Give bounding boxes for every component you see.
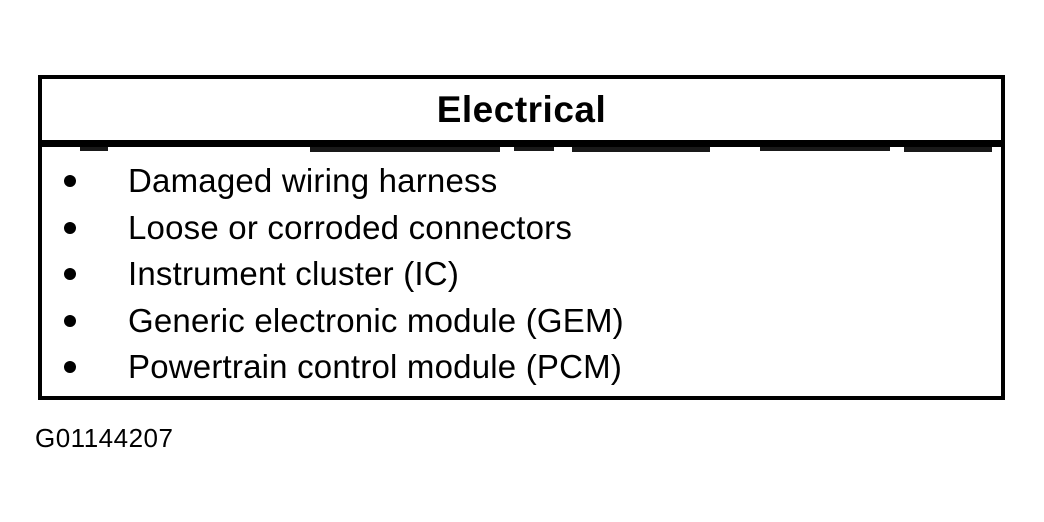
bullet-icon [64,175,76,188]
list-item-label: Loose or corroded connectors [128,208,573,246]
bullet-icon [64,314,76,327]
list-item: Instrument cluster (IC) [42,251,1001,298]
list-item-label: Generic electronic module (GEM) [128,301,624,339]
bullet-icon [64,268,76,281]
bullet-icon [64,221,76,234]
table-title: Electrical [436,88,607,130]
list-item-label: Instrument cluster (IC) [128,255,460,293]
list-item: Generic electronic module (GEM) [42,298,1001,345]
list-item-label: Damaged wiring harness [128,162,498,200]
list-item: Damaged wiring harness [42,158,1001,205]
table-header: Electrical [42,79,1001,147]
cause-list: Damaged wiring harness Loose or corroded… [42,147,1001,391]
bullet-icon [64,361,76,374]
list-item: Powertrain control module (PCM) [42,344,1001,391]
electrical-causes-table: Electrical Damaged wiring harness Loose … [38,75,1005,400]
list-item: Loose or corroded connectors [42,205,1001,252]
figure-id: G01144207 [35,423,174,453]
list-item-label: Powertrain control module (PCM) [128,348,623,386]
